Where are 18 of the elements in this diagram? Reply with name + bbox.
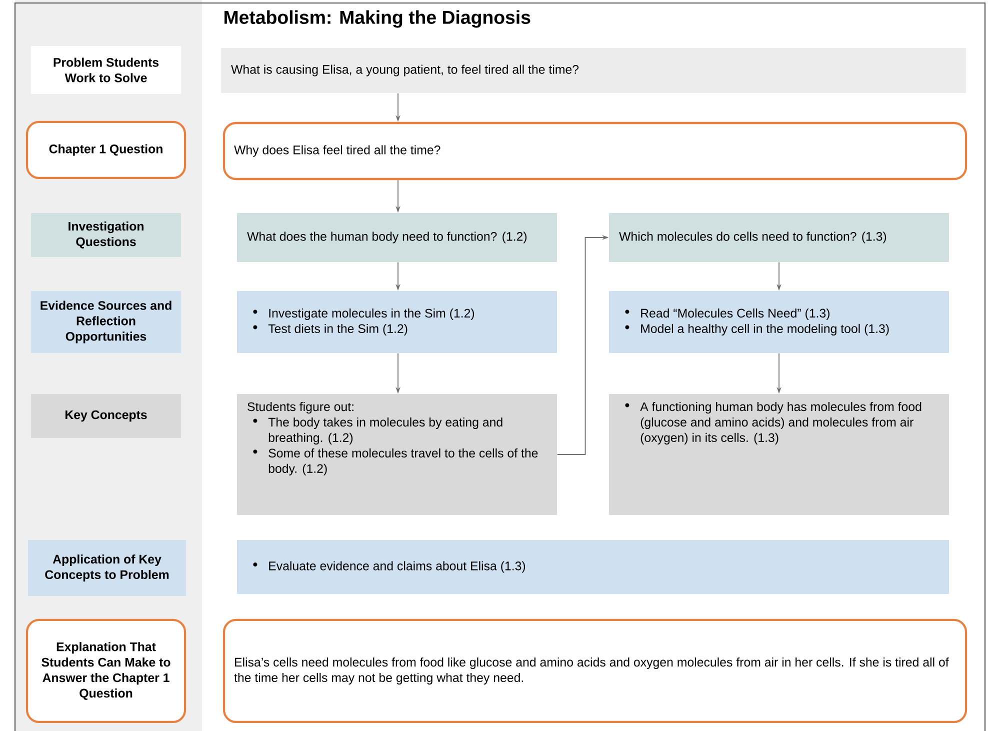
title: Metabolism: Making the Diagnosis — [224, 10, 530, 28]
evidence-box: Investigate molecules in the Sim (1.2) Test diets in the Sim (1.2) — [237, 291, 557, 353]
question-box: What does the human body need to function? (1.2) — [237, 213, 557, 262]
concept-box: A functioning human body has molecules from food (glucose and amino acids) and molecules from air (oxygen) in its cells. (1.3) — [609, 394, 949, 515]
concept-box: Students figure out: The body takes in molecules by eating and breathing. (1.2) Some of these molecules travel to the cells of the body. (1.2) — [237, 394, 557, 515]
row-label: Key Concepts — [31, 394, 181, 438]
question-box: Which molecules do cells need to function? (1.3) — [609, 213, 949, 262]
row-label: Evidence Sources and Reflection Opportunities — [31, 291, 181, 353]
problem-box: What is causing Elisa, a young patient, to feel tired all the time? — [221, 48, 966, 93]
question-box: Why does Elisa feel tired all the time? — [222, 122, 968, 180]
row-label: Investigation Questions — [31, 213, 181, 257]
evidence-box: Read “Molecules Cells Need” (1.3) Model a healthy cell in the modeling tool (1.3) — [609, 291, 949, 353]
row-label: Problem Students Work to Solve — [31, 46, 181, 94]
row-label: Chapter 1 Question — [26, 120, 186, 180]
row-label: Explanation That Students Can Make to Answer the Chapter 1 Question — [26, 618, 186, 724]
row-label: Application of Key Concepts to Problem — [28, 540, 186, 596]
application-box: Evaluate evidence and claims about Elisa (1.3) — [237, 540, 949, 594]
explanation-box: Elisa’s cells need molecules from food like glucose and amino acids and oxygen molecules from air in her cells. If she is tired all of the time her cells may not be getting what they need. — [222, 618, 968, 724]
